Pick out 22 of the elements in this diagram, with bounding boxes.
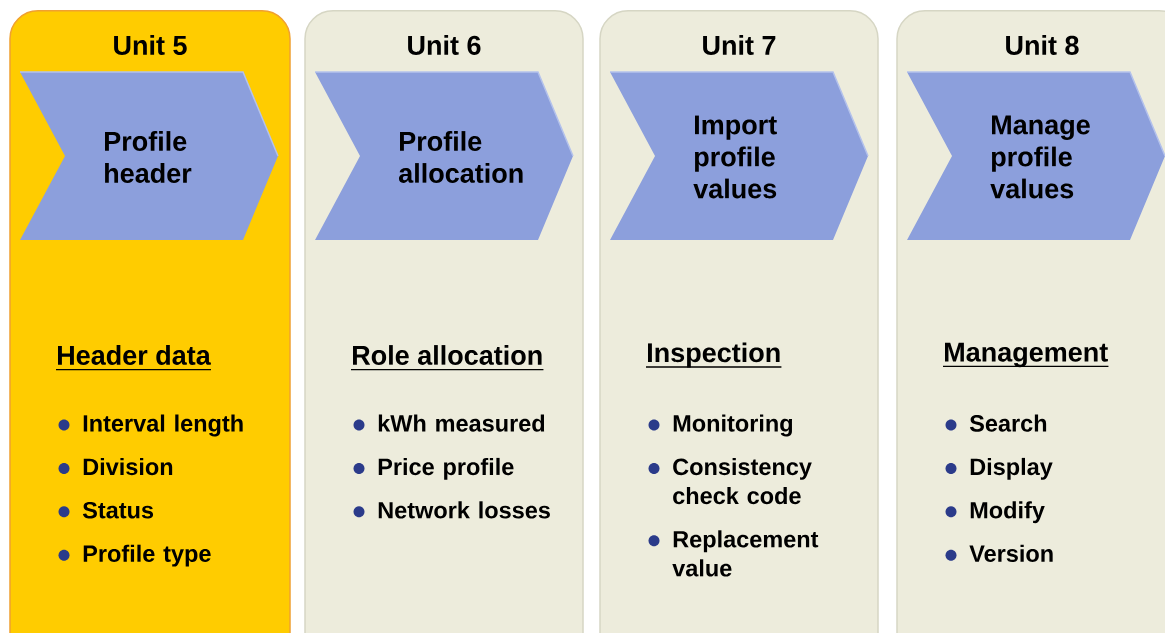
section-heading: Inspection (645, 342, 783, 368)
unit-heading: Unit 8 (1006, 35, 1079, 55)
bullet-item: Display (945, 457, 1053, 480)
bullet-item: Price profile (353, 457, 514, 480)
bullet-item: Division (58, 457, 173, 476)
bullet-item: Replacement value (648, 530, 819, 577)
unit-heading: Unit 7 (703, 35, 776, 55)
bullet-item: Consistency check code (648, 457, 812, 505)
unit-heading: Unit 6 (408, 35, 481, 55)
section-heading: Management (942, 342, 1110, 368)
unit-heading: Unit 5 (114, 35, 187, 55)
bullet-item: Version (945, 544, 1053, 562)
bullet-item: Status (58, 501, 154, 519)
bullet-item: Modify (945, 501, 1045, 524)
bullet-item: Search (945, 414, 1047, 432)
section-heading: Header data (55, 345, 212, 371)
bullet-item: Network losses (353, 501, 550, 519)
bullet-item: Profile type (58, 544, 211, 567)
bullet-item: Monitoring (648, 414, 793, 437)
section-heading: Role allocation (350, 345, 545, 371)
bullet-item: kWh measured (353, 414, 545, 432)
bullet-item: Interval length (58, 414, 243, 437)
